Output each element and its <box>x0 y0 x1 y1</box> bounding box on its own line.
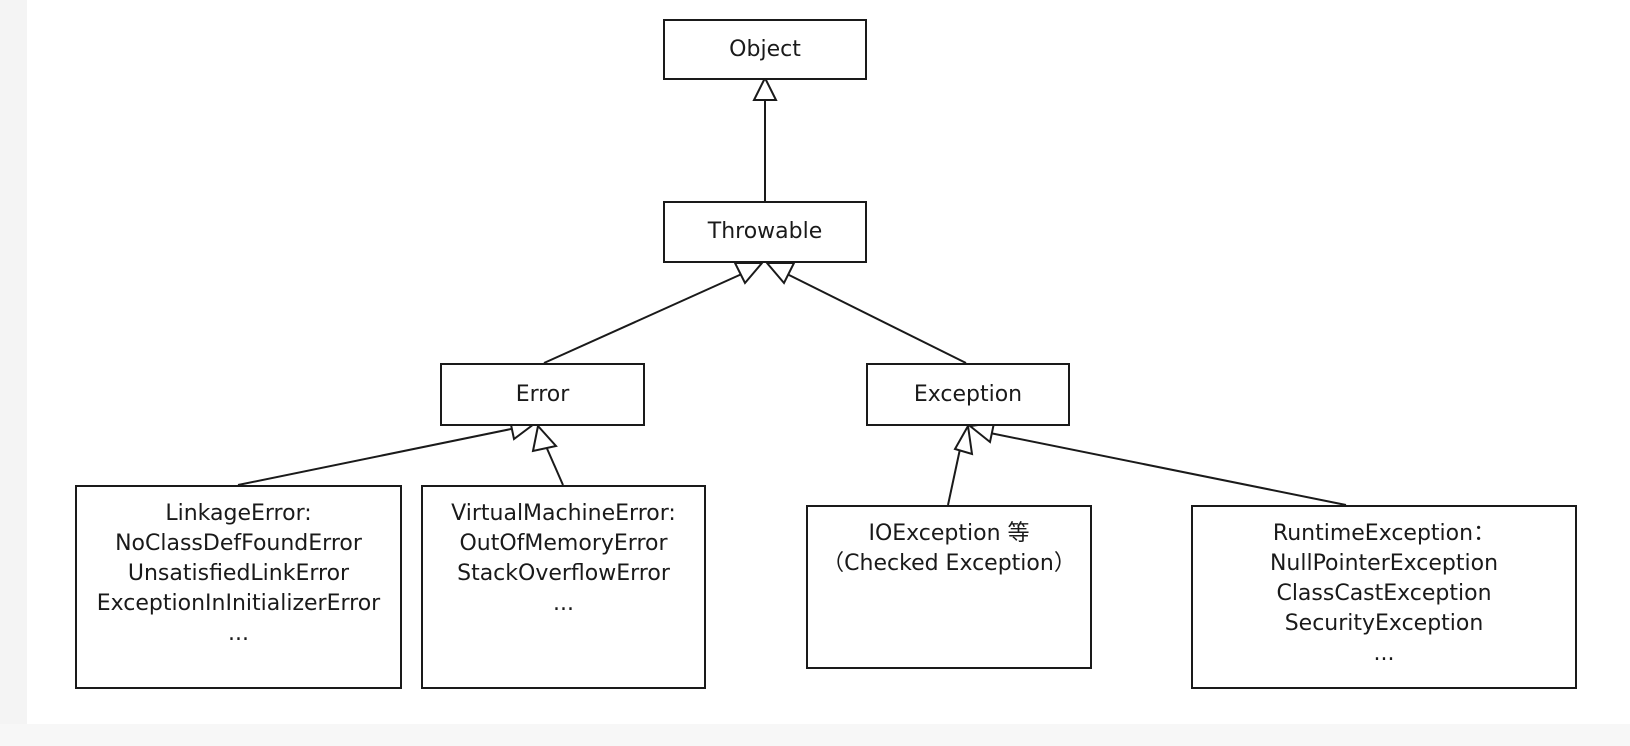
node-vm-error-line: VirtualMachineError: <box>451 501 676 526</box>
node-runtime-exception-line: NullPointerException <box>1269 551 1499 576</box>
node-vm-error-line: OutOfMemoryError <box>459 531 668 556</box>
node-linkage-error: LinkageError: NoClassDefFoundError Unsat… <box>75 485 402 689</box>
node-linkage-error-line: ExceptionInInitializerError <box>96 591 381 616</box>
node-runtime-exception-line: ClassCastException <box>1276 581 1492 606</box>
node-vm-error-line: StackOverflowError <box>457 561 670 586</box>
node-runtime-exception-line: RuntimeException： <box>1272 521 1496 546</box>
edge-linkage-error <box>237 427 517 486</box>
node-error: Error <box>440 363 645 426</box>
node-runtime-exception: RuntimeException： NullPointerException C… <box>1191 505 1577 689</box>
node-exception-label: Exception <box>913 381 1023 407</box>
node-io-exception: IOException 等 （Checked Exception） <box>806 505 1092 669</box>
arrowhead-object <box>752 75 778 101</box>
arrowhead-throwable-left <box>733 262 765 285</box>
node-throwable: Throwable <box>663 201 867 263</box>
edge-error-throwable <box>543 272 745 364</box>
node-vm-error: VirtualMachineError: OutOfMemoryError St… <box>421 485 706 689</box>
node-error-label: Error <box>515 381 570 407</box>
node-vm-error-line: ... <box>553 591 574 616</box>
node-object: Object <box>663 19 867 80</box>
node-linkage-error-line: LinkageError: <box>165 501 312 526</box>
edge-exception-throwable <box>784 272 967 364</box>
arrowhead-exception-left <box>953 422 974 456</box>
arrowhead-throwable-right <box>764 262 796 285</box>
node-io-exception-line: IOException 等 <box>868 521 1030 546</box>
arrowhead-error-right <box>531 423 558 453</box>
node-runtime-exception-line: ... <box>1373 641 1395 666</box>
bottom-margin-strip <box>0 724 1630 746</box>
node-linkage-error-line: UnsatisfiedLinkError <box>127 561 350 586</box>
node-runtime-exception-line: SecurityException <box>1284 611 1484 636</box>
node-exception: Exception <box>866 363 1070 426</box>
edge-runtime-exception <box>989 432 1347 506</box>
edge-io-exception <box>947 448 961 506</box>
left-margin-strip <box>0 0 27 746</box>
node-throwable-label: Throwable <box>707 219 823 244</box>
node-io-exception-line: （Checked Exception） <box>822 551 1076 576</box>
node-object-label: Object <box>729 36 801 62</box>
node-linkage-error-line: ... <box>228 621 249 646</box>
node-linkage-error-line: NoClassDefFoundError <box>115 531 362 556</box>
edge-vm-error <box>544 443 564 486</box>
